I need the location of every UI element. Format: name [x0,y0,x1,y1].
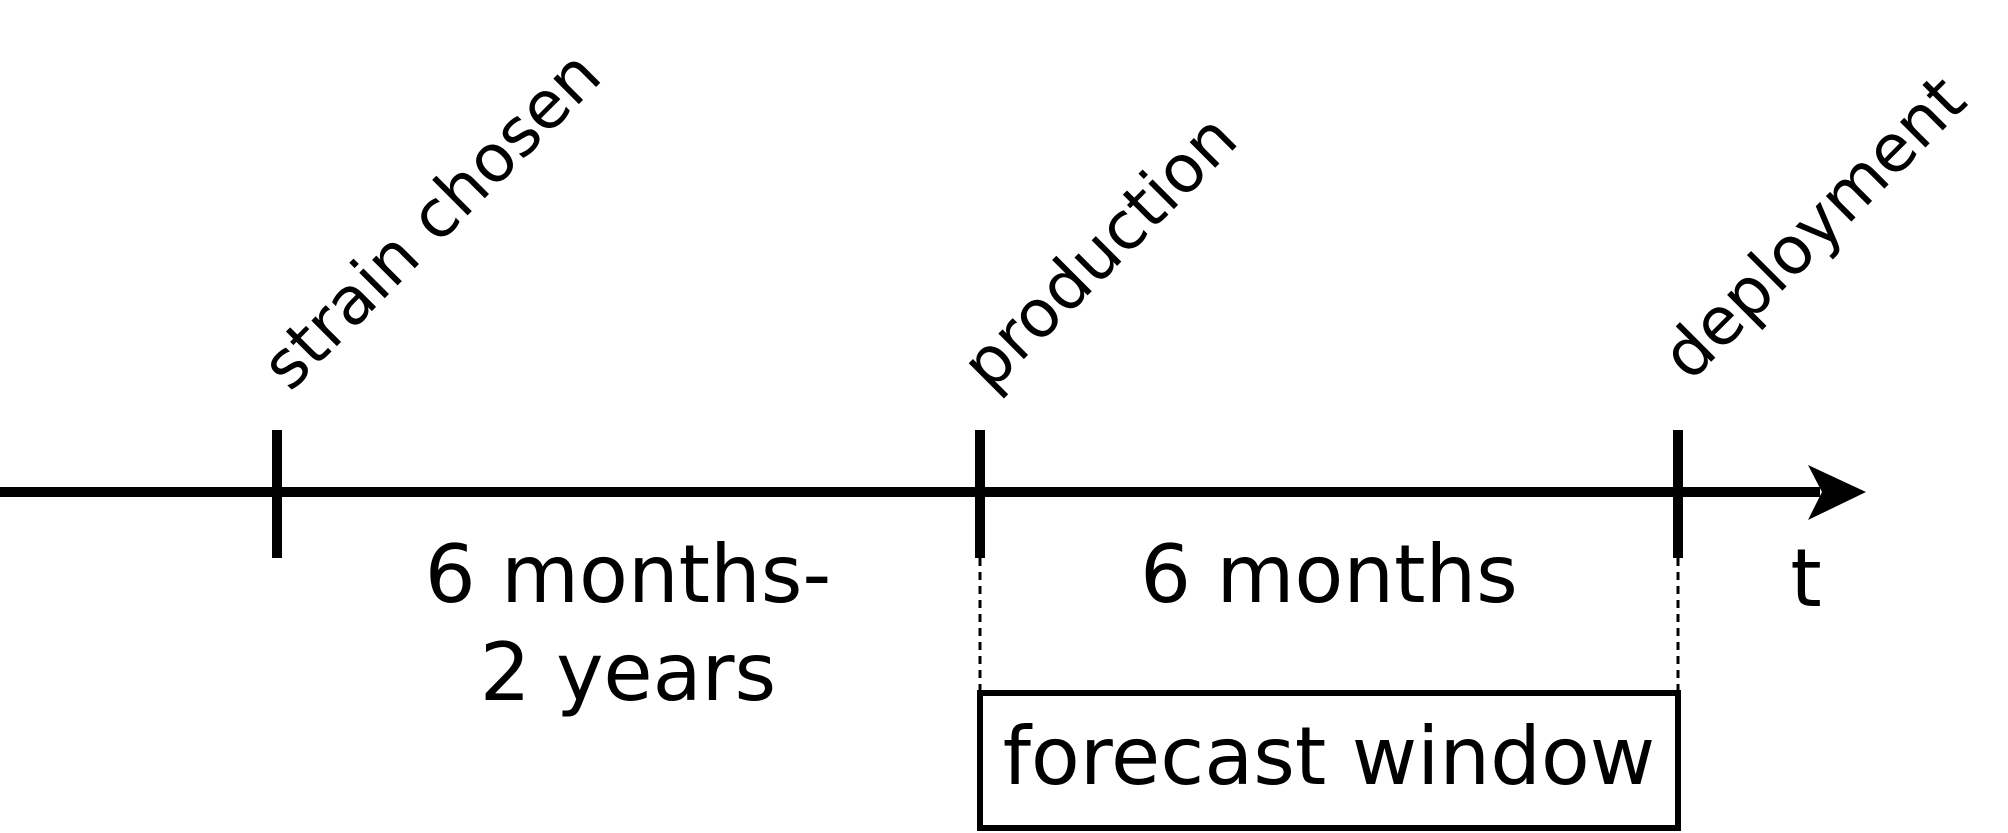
timeline-arrowhead [1808,465,1866,520]
duration-label-first-line2: 2 years [480,626,776,719]
axis-label-t: t [1790,532,1821,625]
milestone-label-deployment: deployment [1647,61,1981,395]
forecast-window-label: forecast window [1003,710,1655,803]
forecast-window-box [977,690,1681,831]
duration-label-second: 6 months [1140,528,1518,621]
milestone-label-strain-chosen: strain chosen [247,36,616,405]
milestone-label-production: production [947,99,1252,404]
duration-label-first-line1: 6 months- [425,528,832,621]
